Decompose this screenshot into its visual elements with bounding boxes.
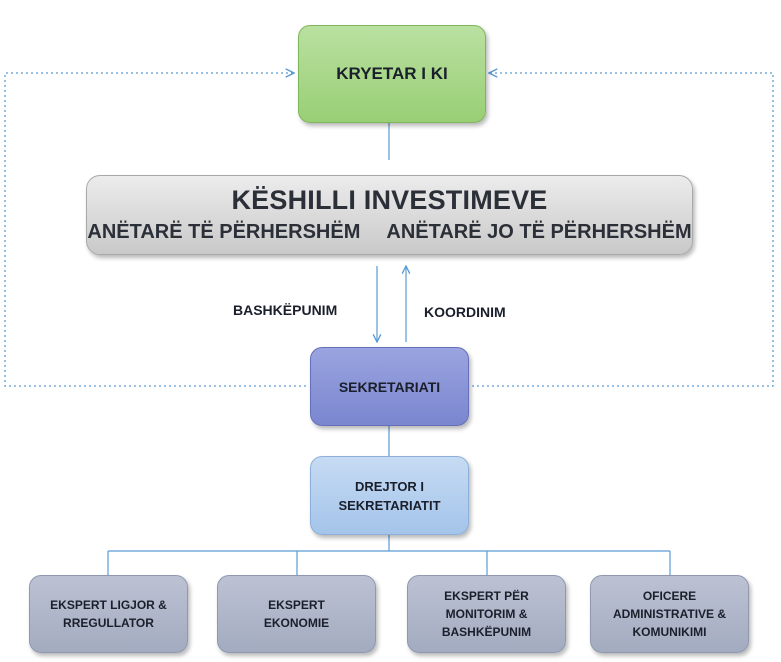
expert-legal-line-2: RREGULLATOR [63,616,154,630]
expert-economy-box: EKSPERT EKONOMIE [217,575,376,653]
officer-admin-line-3: KOMUNIKIMI [632,625,707,639]
council-box: KËSHILLI INVESTIMEVE ANËTARË TË PËRHERSH… [86,175,693,255]
secretariat-label: SEKRETARIATI [338,378,441,395]
council-title: KËSHILLI INVESTIMEVE [231,185,548,215]
officer-admin-line-2: ADMINISTRATIVE & [612,607,727,621]
expert-monitoring-line-2: MONITORIM & [445,607,528,621]
chair-label: KRYETAR I KI [336,64,448,83]
expert-economy-line-1: EKSPERT [268,598,325,612]
expert-legal-line-1: EKSPERT LIGJOR & [50,598,167,612]
director-line-1: DREJTOR I [354,478,425,494]
non-permanent-members-label: ANËTARË JO TË PËRHERSHËM [386,221,692,243]
expert-monitoring-box: EKSPERT PËR MONITORIM & BASHKËPUNIM [407,575,566,653]
expert-economy-line-2: EKONOMIE [263,616,330,630]
expert-legal-box: EKSPERT LIGJOR & RREGULLATOR [29,575,188,653]
director-box: DREJTOR I SEKRETARIATIT [310,456,469,535]
cooperation-label: BASHKËPUNIM [233,302,338,318]
officer-admin-box: OFICERE ADMINISTRATIVE & KOMUNIKIMI [590,575,749,653]
coordination-label: KOORDINIM [424,304,506,320]
dotted-loop-right [472,73,774,387]
permanent-members-label: ANËTARË TË PËRHERSHËM [87,221,361,243]
director-line-2: SEKRETARIATIT [338,497,441,513]
officer-admin-line-1: OFICERE [642,589,697,603]
chair-box: KRYETAR I KI [298,25,486,123]
secretariat-box: SEKRETARIATI [310,347,469,426]
expert-monitoring-line-1: EKSPERT PËR [444,589,529,603]
expert-monitoring-line-3: BASHKËPUNIM [441,625,532,639]
council-members: ANËTARË TË PËRHERSHËM ANËTARË JO TË PËRH… [87,219,691,245]
dotted-loop-left [4,73,306,387]
